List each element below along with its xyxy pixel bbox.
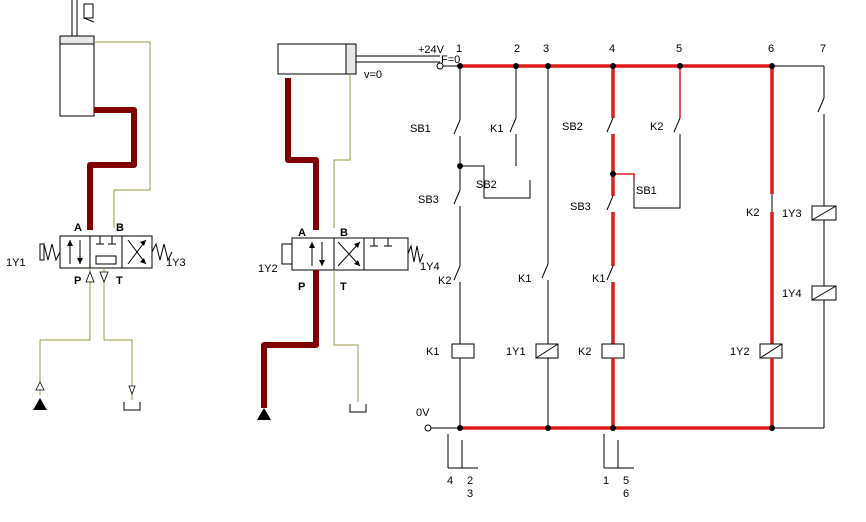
cross-ref-right-b: 5 — [623, 475, 629, 487]
sb3-label-col4: SB3 — [570, 201, 591, 213]
y4-coil-label: 1Y4 — [782, 288, 802, 300]
cross-ref-left — [447, 434, 478, 469]
cross-ref-left-b: 2 — [467, 475, 473, 487]
right-valve-label-1y2: 1Y2 — [258, 263, 278, 275]
right-valve-label-p: P — [298, 281, 305, 293]
k2-contact-label-col6: K2 — [746, 207, 759, 219]
left-valve-label-t: T — [116, 275, 123, 287]
cross-ref-left-c: 3 — [467, 488, 473, 500]
column-number-2: 2 — [514, 43, 520, 55]
sb1-label-col4: SB1 — [636, 185, 657, 197]
right-cylinder[interactable] — [277, 43, 357, 75]
left-cylinder-piston — [59, 35, 95, 45]
pump-icon — [257, 408, 271, 420]
right-valve-label-b: B — [340, 227, 348, 239]
supply-positive-label: +24V — [418, 44, 445, 56]
column-number-4: 4 — [609, 43, 615, 55]
cross-ref-left-a: 4 — [447, 475, 453, 487]
k1-contact-label-col2: K1 — [490, 123, 503, 135]
right-hydraulic-circuit: F=0 v=0 A B P — [257, 43, 460, 420]
y3-coil-label: 1Y3 — [782, 208, 802, 220]
y4-contact-label: 1Y4 — [420, 261, 440, 273]
electrical-ladder: +24V 0V 1 2 3 4 5 6 7 SB1 SB3 1Y4 K2 K1 … — [410, 43, 837, 500]
cylinder-force-readout: F=0 — [441, 54, 460, 66]
left-valve-label-b: B — [116, 222, 124, 234]
k2-coil[interactable] — [601, 343, 625, 359]
left-hydraulic-circuit: A B P T 1Y1 1Y3 — [6, 0, 186, 411]
limit-switch-icon — [71, 0, 95, 36]
cylinder-velocity-readout: v=0 — [364, 69, 382, 81]
tank-icon — [123, 385, 141, 411]
column-number-7: 7 — [820, 43, 826, 55]
right-valve-label-t: T — [340, 281, 347, 293]
left-valve-label-p: P — [74, 275, 81, 287]
left-valve-label-a: A — [74, 222, 82, 234]
tank-icon — [349, 404, 367, 413]
right-directional-valve[interactable] — [281, 237, 424, 271]
column-number-5: 5 — [676, 43, 682, 55]
cross-ref-right-c: 6 — [623, 488, 629, 500]
left-valve-label-1y3: 1Y3 — [166, 257, 186, 269]
k2-coil-label: K2 — [578, 346, 591, 358]
k2-contact-label-col5: K2 — [650, 121, 663, 133]
sb3-label-col1: SB3 — [418, 194, 439, 206]
cross-ref-right — [603, 434, 634, 469]
k1-contact-label-col3: K1 — [518, 273, 531, 285]
sb1-label-col1: SB1 — [410, 123, 431, 135]
left-directional-valve[interactable] — [39, 235, 173, 269]
sb2-label-col1: SB2 — [476, 179, 497, 191]
k1-contact-label-col4: K1 — [592, 273, 605, 285]
left-valve-label-1y1: 1Y1 — [6, 257, 26, 269]
column-number-3: 3 — [543, 43, 549, 55]
cross-ref-right-a: 1 — [603, 475, 609, 487]
k1-coil[interactable] — [451, 343, 475, 359]
right-valve-label-a: A — [298, 227, 306, 239]
supply-negative-label: 0V — [416, 407, 430, 419]
y2-coil-label: 1Y2 — [730, 346, 750, 358]
k2-contact-label-col1: K2 — [438, 275, 451, 287]
right-cylinder-cap — [345, 43, 357, 75]
k1-coil-label: K1 — [426, 346, 439, 358]
sb2-label-col4: SB2 — [562, 121, 583, 133]
column-number-6: 6 — [768, 43, 774, 55]
y1-coil-label: 1Y1 — [506, 346, 526, 358]
left-cylinder[interactable] — [59, 35, 95, 117]
pump-icon — [33, 381, 47, 410]
column-number-1: 1 — [456, 43, 462, 55]
